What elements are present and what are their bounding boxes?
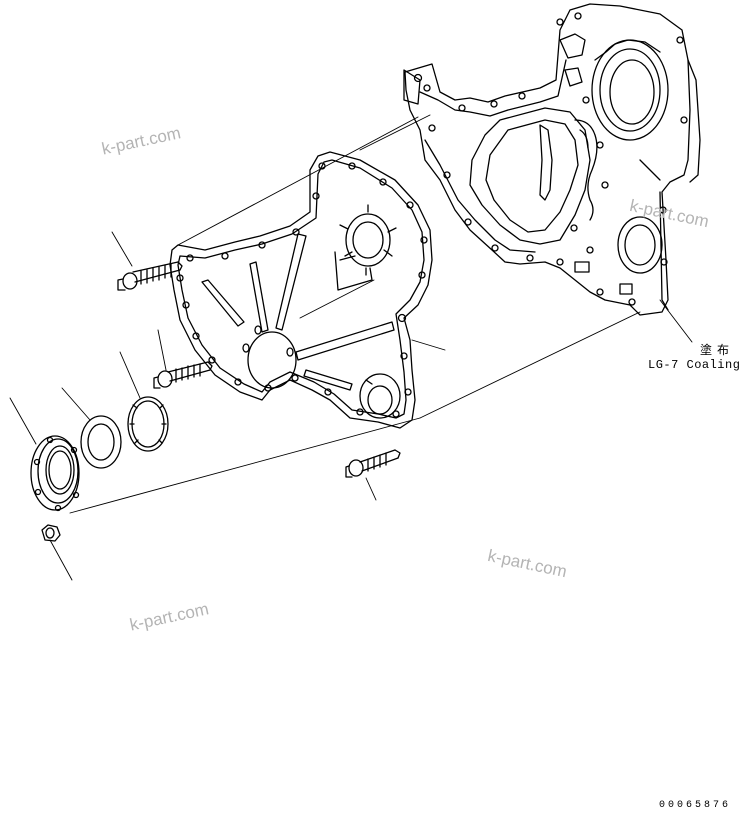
gear-housing <box>403 3 701 316</box>
front-cover <box>169 151 433 429</box>
seal-retainer <box>30 435 80 512</box>
flange-bolt-bottom <box>345 449 401 478</box>
callout-coating-label: LG-7 Coaling <box>648 358 741 372</box>
leader-lines <box>9 231 693 581</box>
hex-nut <box>41 524 61 542</box>
flange-bolt-middle <box>153 361 213 389</box>
drawing-reference-number: 00065876 <box>659 800 732 811</box>
flange-bolt-top <box>117 261 183 291</box>
alignment-lines <box>69 114 641 514</box>
seal-ring-large <box>127 396 169 452</box>
callout-japanese-label: 塗布 <box>700 344 735 358</box>
seal-ring-small <box>80 415 122 469</box>
